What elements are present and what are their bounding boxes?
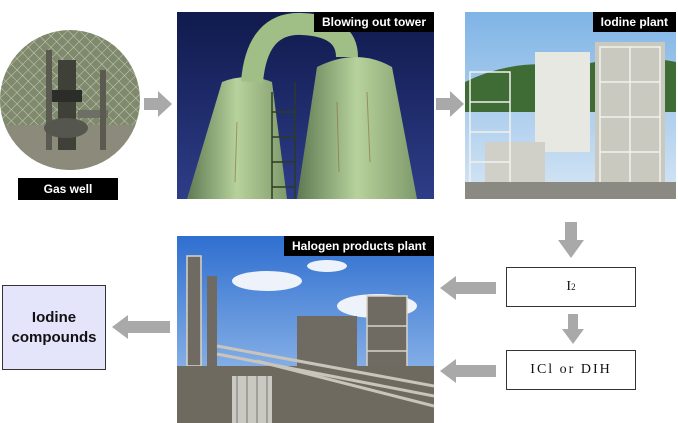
arrow-right-icon	[436, 91, 464, 117]
arrow-left-icon	[440, 359, 496, 383]
gas-well-label: Gas well	[18, 178, 118, 200]
gas-well-photo	[0, 30, 140, 170]
iodine-compounds-box: Iodine compounds	[2, 285, 106, 370]
arrow-left-icon	[440, 276, 496, 300]
iodine-plant-label: Iodine plant	[592, 12, 676, 32]
blowing-out-tower-photo: Blowing out tower	[177, 12, 434, 199]
i2-label: I	[566, 279, 572, 294]
i2-subscript: 2	[571, 282, 576, 292]
arrow-down-icon	[558, 222, 584, 258]
arrow-down-icon	[562, 314, 584, 344]
iodine-plant-photo: Iodine plant	[465, 12, 676, 199]
icl-or-dih-box: ICl or DIH	[506, 350, 636, 390]
blowing-out-tower-label: Blowing out tower	[314, 12, 434, 32]
halogen-products-plant-label: Halogen products plant	[283, 236, 434, 256]
iodine-compounds-line2: compounds	[11, 328, 97, 346]
iodine-compounds-line1: Iodine	[31, 308, 77, 326]
arrow-left-icon	[112, 315, 170, 339]
arrow-right-icon	[144, 91, 172, 117]
halogen-products-plant-photo: Halogen products plant	[177, 236, 434, 423]
